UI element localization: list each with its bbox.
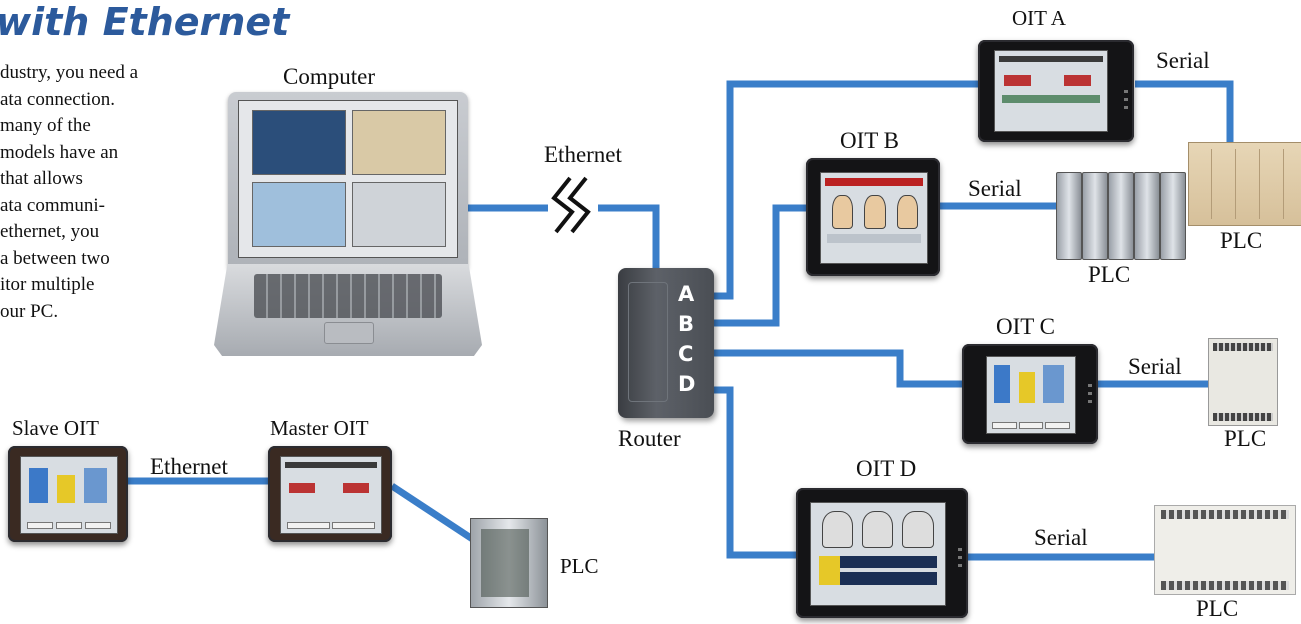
intro-paragraph: dustry, you need a ata connection. many …	[0, 60, 200, 325]
ethernet-label-small: Ethernet	[150, 454, 228, 479]
cable-master-plc	[390, 483, 482, 547]
plc-label-d: PLC	[1196, 596, 1239, 621]
router-port-d: D	[678, 372, 696, 396]
plc-label-c: PLC	[1224, 426, 1267, 451]
cable-ethernet-router	[598, 204, 660, 270]
plc-b-icon	[1056, 172, 1186, 260]
plc-a-icon	[1188, 142, 1301, 226]
serial-label-b: Serial	[968, 176, 1022, 201]
intro-line: itor multiple	[0, 274, 95, 295]
cable-router-oit-b	[710, 204, 806, 327]
cable-router-oit-a	[710, 80, 980, 300]
master-oit-terminal-icon	[268, 446, 392, 542]
intro-line: our PC.	[0, 300, 59, 322]
cable-router-oit-d	[710, 386, 800, 559]
oit-d-label: OIT D	[856, 456, 917, 481]
slave-oit-label: Slave OIT	[12, 416, 99, 440]
intro-line: models have an	[0, 141, 119, 163]
intro-line: dustry, you need a	[0, 62, 139, 83]
cable-router-oit-c	[710, 349, 964, 388]
laptop-keyboard-base	[214, 264, 482, 356]
plc-label-b: PLC	[1088, 262, 1131, 287]
computer-label: Computer	[283, 64, 375, 89]
page-title: with Ethernet	[0, 0, 290, 44]
ethernet-break-icon	[551, 176, 591, 234]
oit-c-label: OIT C	[996, 314, 1055, 339]
plc-d-icon	[1154, 505, 1296, 595]
serial-label-a: Serial	[1156, 48, 1210, 73]
intro-line: a between two	[0, 247, 110, 269]
oit-d-terminal-icon	[796, 488, 968, 618]
intro-line: ata communi-	[0, 194, 105, 216]
plc-label-e: PLC	[560, 554, 599, 578]
intro-line: ata connection.	[0, 88, 116, 110]
router-label: Router	[618, 426, 681, 451]
intro-line: many of the	[0, 115, 91, 136]
oit-b-label: OIT B	[840, 128, 899, 153]
oit-a-label: OIT A	[1012, 6, 1066, 30]
plc-e-icon	[470, 518, 548, 608]
master-oit-label: Master OIT	[270, 416, 369, 440]
serial-label-d: Serial	[1034, 525, 1088, 550]
plc-c-icon	[1208, 338, 1278, 426]
plc-label-a: PLC	[1220, 228, 1263, 253]
oit-a-terminal-icon	[978, 40, 1134, 142]
ethernet-label: Ethernet	[544, 142, 622, 167]
router-icon: A B C D	[618, 268, 714, 418]
intro-line: that allows	[0, 168, 83, 189]
serial-label-c: Serial	[1128, 354, 1182, 379]
laptop-computer-icon	[228, 92, 468, 268]
cable-oit-a-serial	[1135, 80, 1234, 144]
slave-oit-terminal-icon	[8, 446, 128, 542]
laptop-screen	[238, 100, 458, 258]
oit-b-terminal-icon	[806, 158, 940, 276]
router-port-b: B	[678, 312, 695, 336]
oit-c-terminal-icon	[962, 344, 1098, 444]
router-port-c: C	[678, 342, 694, 366]
router-port-a: A	[678, 282, 695, 306]
intro-line: ethernet, you	[0, 221, 100, 242]
